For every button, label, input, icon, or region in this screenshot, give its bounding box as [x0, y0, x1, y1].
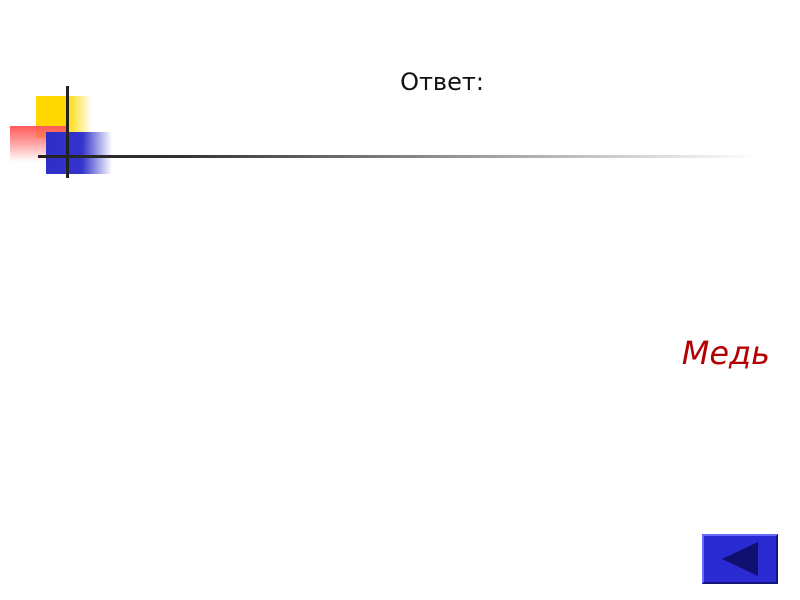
title-divider-line — [38, 155, 758, 158]
triangle-left-icon — [722, 542, 758, 576]
decorative-blue-square — [46, 132, 112, 174]
back-button[interactable] — [702, 534, 778, 584]
slide-title: Ответ: — [400, 68, 484, 96]
decorative-vertical-line — [66, 86, 69, 178]
answer-text: Медь — [681, 334, 770, 372]
